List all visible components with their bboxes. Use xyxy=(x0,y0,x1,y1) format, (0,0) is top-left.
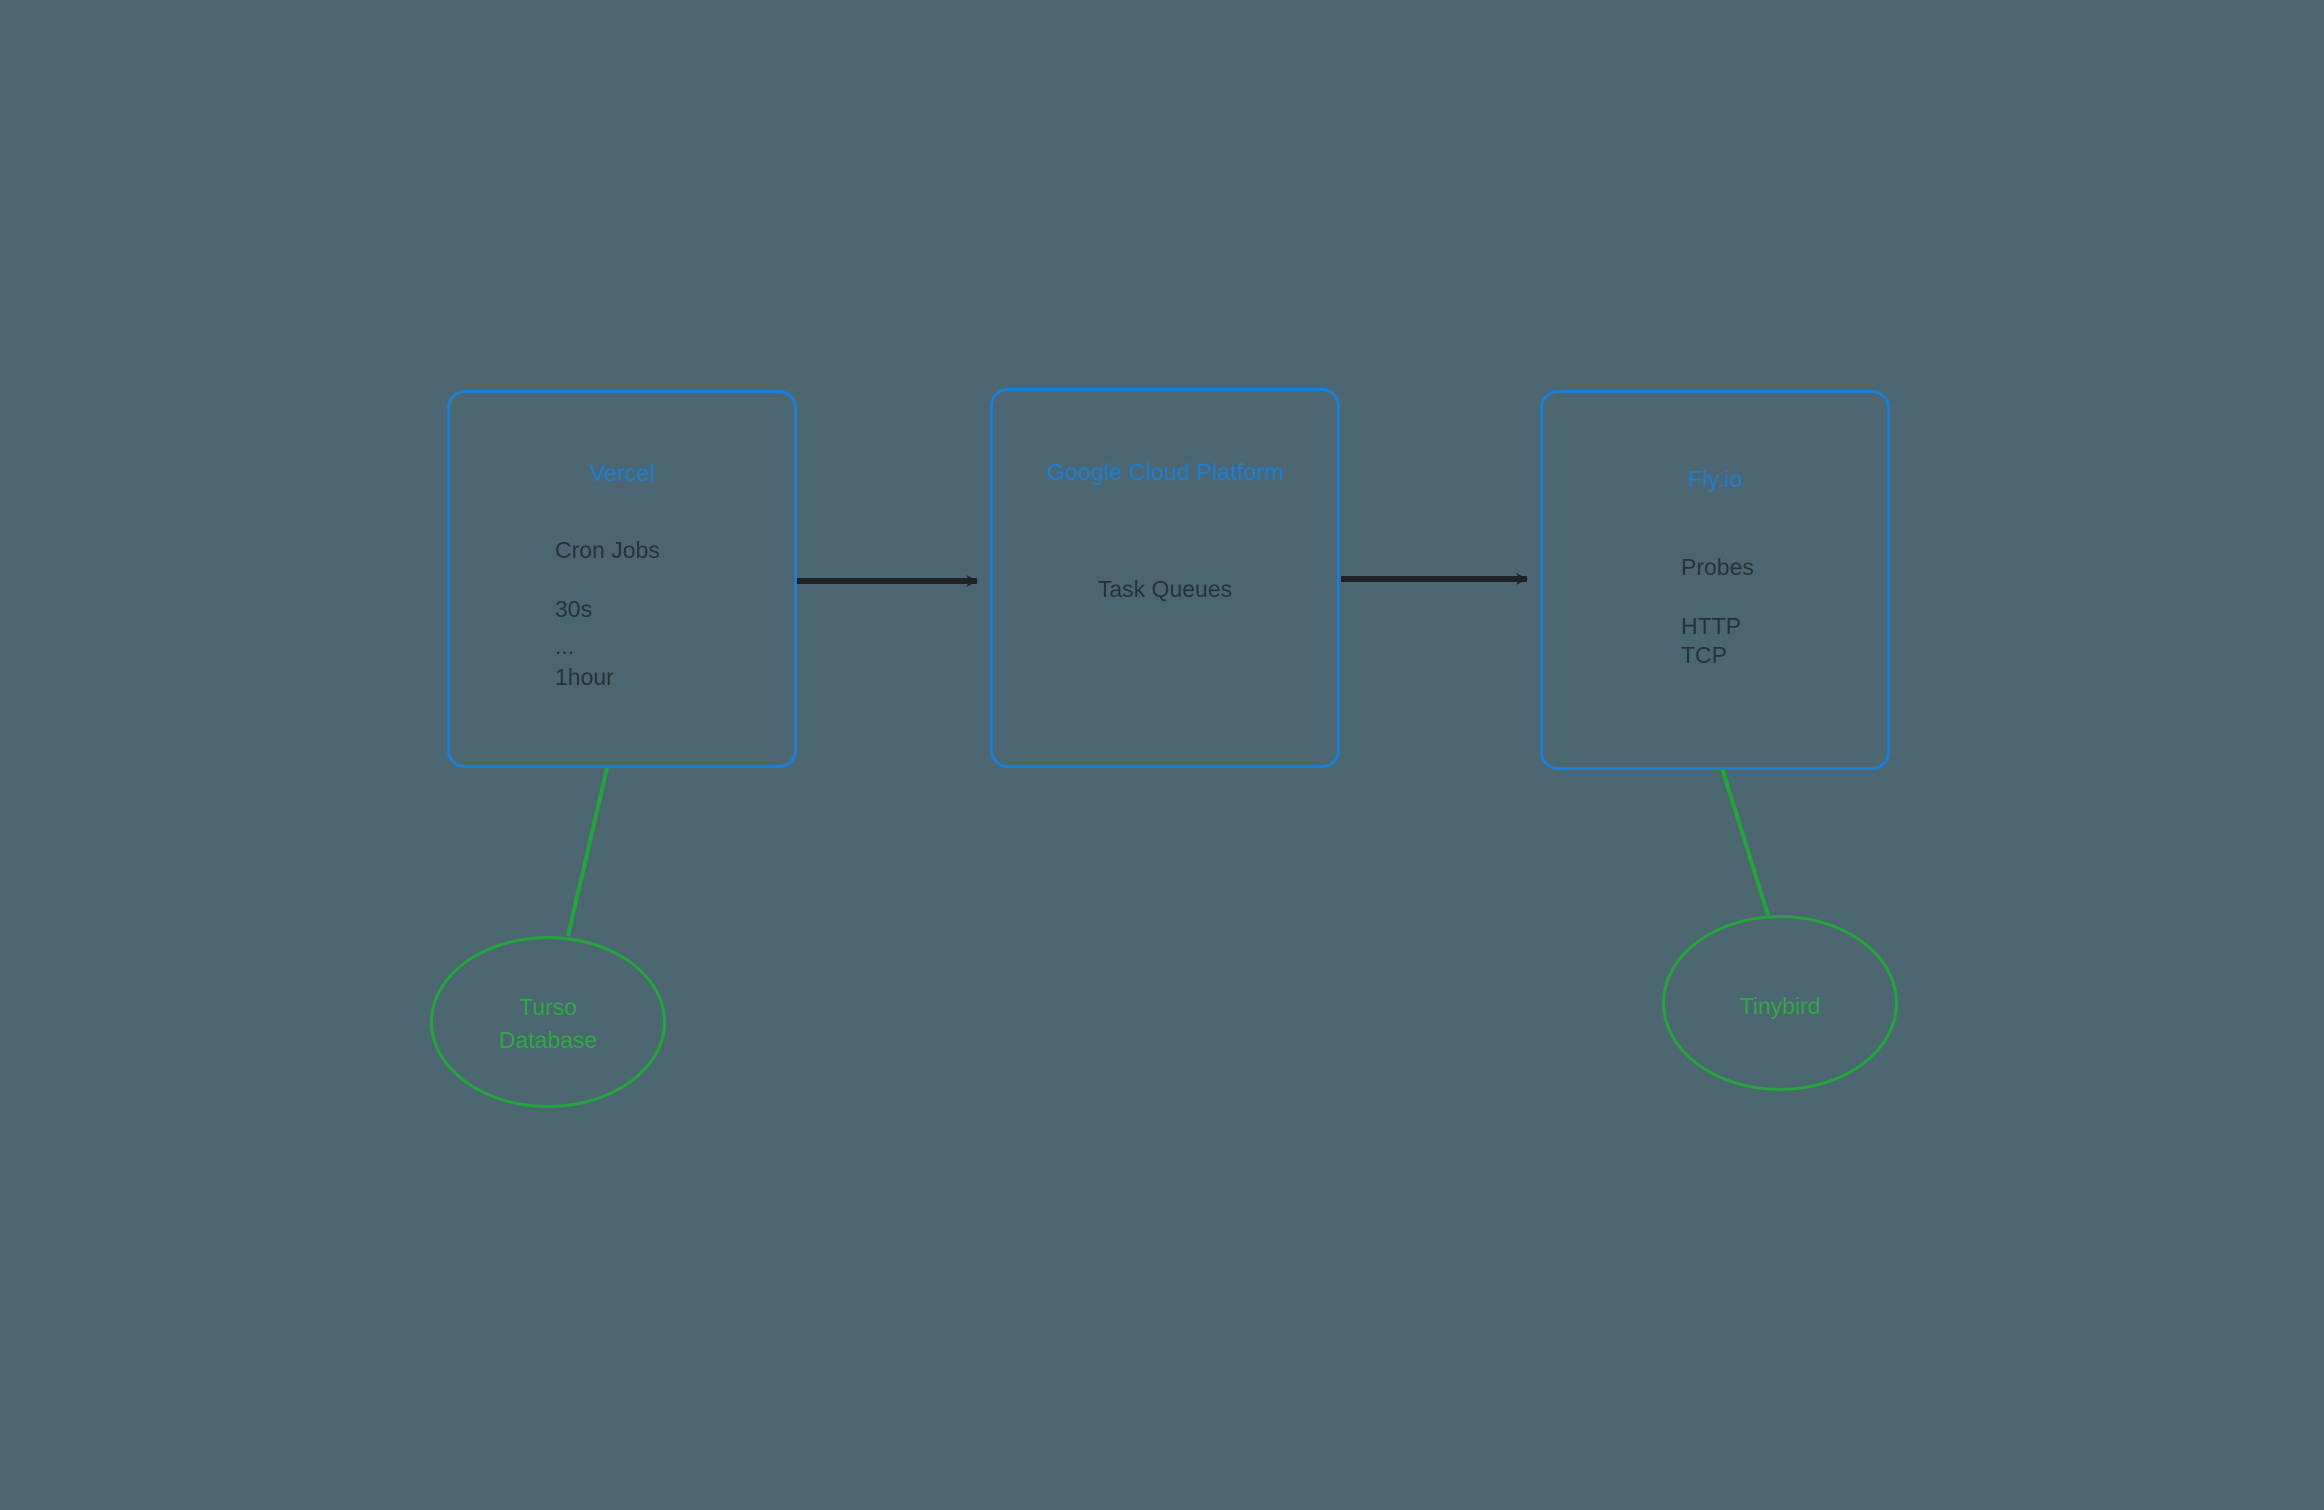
node-vercel-body: Cron Jobs 30s ... 1hour xyxy=(555,539,660,689)
node-vercel[interactable]: Vercel Cron Jobs 30s ... 1hour xyxy=(447,390,797,768)
node-flyio-title: Fly.io xyxy=(1687,466,1743,492)
node-tinybird[interactable]: Tinybird xyxy=(1662,915,1898,1091)
node-vercel-title: Vercel xyxy=(589,460,655,486)
node-turso-label: Turso Database xyxy=(433,991,663,1056)
edge-vercel-to-turso xyxy=(566,767,609,937)
node-vercel-line-2: 30s xyxy=(555,596,593,622)
node-flyio-line-2: HTTP xyxy=(1681,613,1742,639)
node-flyio-line-1: Probes xyxy=(1681,554,1754,580)
node-turso-line-2: Database xyxy=(498,1026,598,1053)
node-flyio-line-3: TCP xyxy=(1681,642,1727,668)
node-google-cloud-platform[interactable]: Google Cloud Platform Task Queues xyxy=(990,388,1340,768)
spacer xyxy=(555,562,660,598)
node-vercel-line-1: Cron Jobs xyxy=(555,537,660,563)
node-vercel-line-4: 1hour xyxy=(555,664,614,690)
node-turso-database[interactable]: Turso Database xyxy=(430,936,666,1108)
node-tinybird-label: Tinybird xyxy=(1665,990,1895,1023)
node-flyio-body: Probes HTTP TCP xyxy=(1681,556,1754,667)
node-gcp-title: Google Cloud Platform xyxy=(1046,459,1284,485)
node-gcp-line-1: Task Queues xyxy=(1097,576,1233,602)
node-flyio[interactable]: Fly.io Probes HTTP TCP xyxy=(1540,390,1890,770)
node-vercel-line-3: ... xyxy=(555,633,575,659)
node-turso-line-1: Turso xyxy=(519,994,577,1020)
node-tinybird-line-1: Tinybird xyxy=(1739,993,1821,1019)
edge-flyio-to-tinybird xyxy=(1720,767,1770,916)
spacer xyxy=(1681,579,1754,615)
